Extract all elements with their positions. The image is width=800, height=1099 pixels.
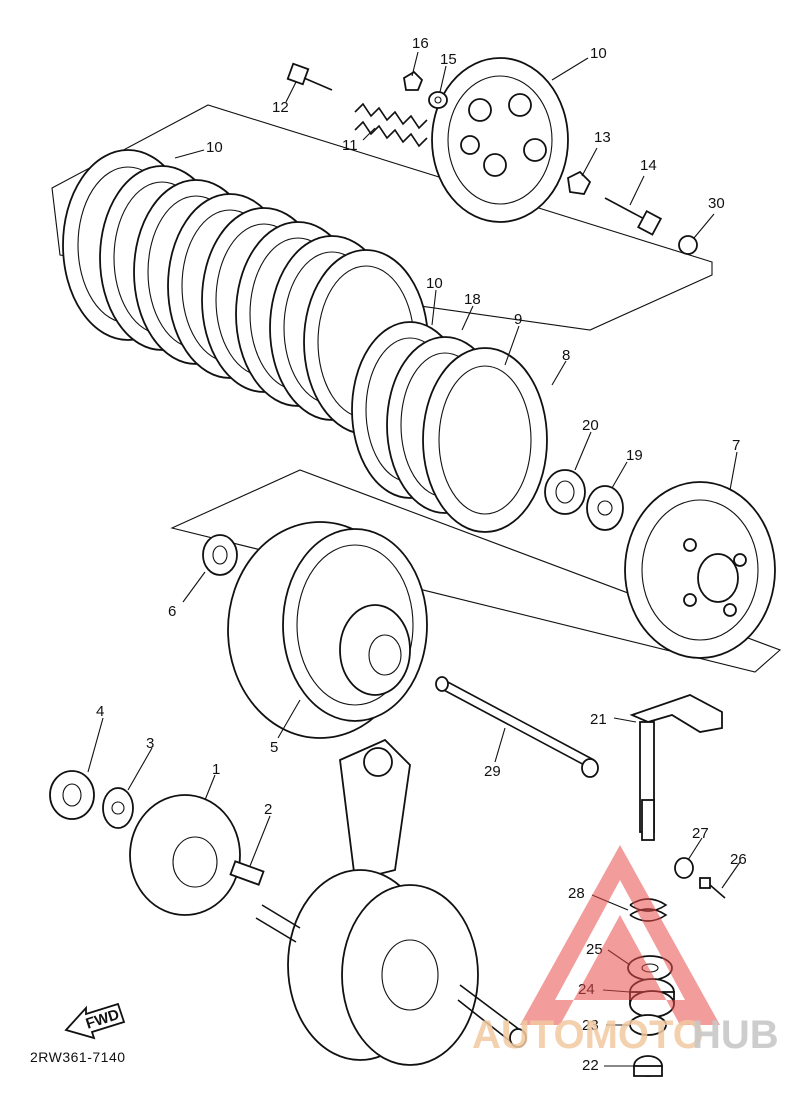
- washer-16: [428, 91, 448, 109]
- part-label-2: 2: [264, 801, 272, 818]
- part-label-8: 8: [562, 347, 570, 364]
- part-label-3: 3: [146, 735, 154, 752]
- nut-17: [403, 70, 424, 91]
- part-label-17: 16: [412, 35, 429, 52]
- part-label-19: 19: [626, 447, 643, 464]
- part-labels: 16 15 10 12 11 13 14 30 10 10 18 9 8 20 …: [96, 35, 747, 1074]
- push-rod-15: [604, 197, 663, 236]
- clutch-housing-outline: [170, 469, 782, 673]
- clutch-plate-stack: [62, 149, 548, 533]
- part-label-21: 21: [590, 711, 607, 728]
- part-label-23: 23: [582, 1017, 599, 1034]
- thrust-washer-6: [202, 534, 238, 576]
- part-label-12: 11: [342, 137, 358, 154]
- part-label-6: 6: [168, 603, 176, 620]
- nut-4: [49, 770, 95, 820]
- push-lever-21: [629, 694, 723, 841]
- lock-washer-19: [586, 485, 624, 531]
- forward-arrow: FWD: [64, 1002, 126, 1040]
- crankshaft: [255, 738, 527, 1066]
- primary-drive-gear: [129, 794, 241, 916]
- part-label-5: 5: [270, 739, 278, 756]
- watermark-logo-triangle: [520, 845, 720, 1025]
- bolt-13: [286, 62, 333, 91]
- watermark-text-hub: HUB: [692, 1013, 779, 1057]
- clutch-spring: [354, 102, 428, 148]
- part-label-30: 30: [708, 195, 725, 212]
- part-label-25: 25: [586, 941, 603, 958]
- part-label-9: 9: [514, 311, 522, 328]
- key-2: [229, 860, 265, 886]
- part-label-14: 13: [594, 129, 611, 146]
- lock-washer-3: [102, 787, 134, 829]
- drawing-code: 2RW361-7140: [30, 1049, 126, 1065]
- part-label-20: 20: [582, 417, 599, 434]
- part-label-13: 12: [272, 99, 289, 116]
- part-label-1: 1: [212, 761, 220, 778]
- leader-lines: [87, 51, 741, 1067]
- collar-20: [544, 469, 586, 515]
- clutch-pack-outline: [51, 104, 713, 331]
- part-label-7: 7: [732, 437, 740, 454]
- bolt-26: [699, 877, 726, 899]
- part-label-29: 29: [484, 763, 501, 780]
- clutch-boss: [624, 481, 776, 659]
- part-label-16: 15: [440, 51, 457, 68]
- shaft-29: [435, 676, 599, 778]
- ball-30: [678, 235, 698, 255]
- washer-27: [674, 857, 694, 879]
- part-label-4: 4: [96, 703, 104, 720]
- part-label-28: 28: [568, 885, 585, 902]
- primary-driven-gear: [227, 521, 428, 739]
- part-label-11: 10: [590, 45, 607, 62]
- part-label-10-top: 10: [206, 139, 223, 156]
- part-label-22: 22: [582, 1057, 599, 1074]
- watermark: AUTOMOTO HUB: [472, 845, 779, 1057]
- part-label-18: 18: [464, 291, 481, 308]
- watermark-text-automoto: AUTOMOTO: [472, 1013, 704, 1057]
- pressure-plate: [431, 57, 569, 223]
- nut-22: [633, 1055, 663, 1077]
- nut-14: [567, 170, 592, 195]
- part-label-27: 27: [692, 825, 709, 842]
- part-label-10-bottom: 10: [426, 275, 443, 292]
- part-label-15: 14: [640, 157, 657, 174]
- part-label-26: 26: [730, 851, 747, 868]
